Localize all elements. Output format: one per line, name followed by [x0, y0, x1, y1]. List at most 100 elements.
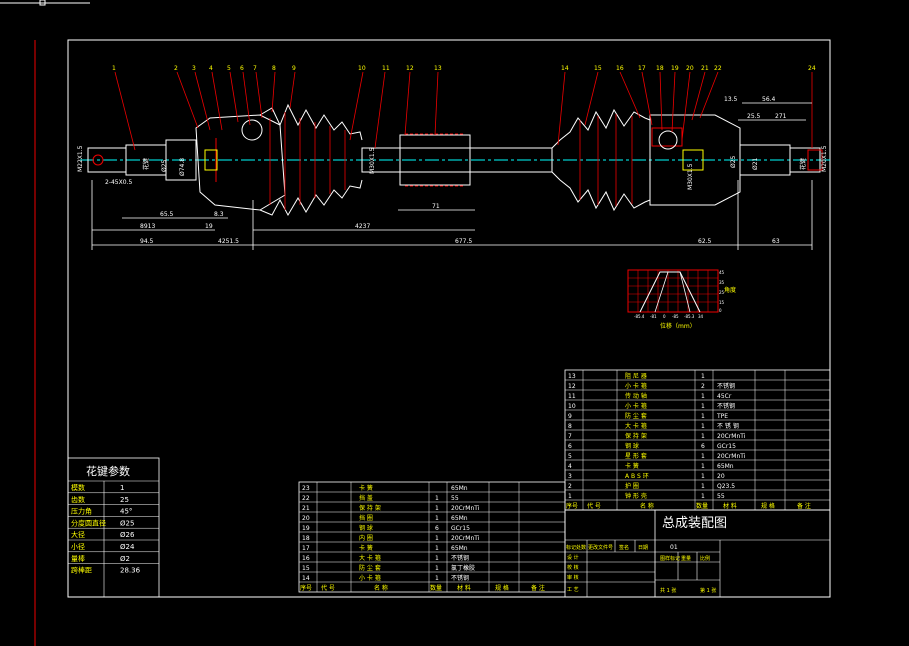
part-number: 19	[302, 525, 310, 532]
xtick-3: -85	[672, 314, 679, 319]
part-number: 9	[568, 413, 572, 420]
dim-27: 271	[775, 113, 787, 120]
part-material: Q23.5	[717, 483, 735, 490]
part-qty: 1	[701, 423, 705, 430]
ytick-1: 35	[719, 280, 725, 285]
dim-8-3: 8.3	[214, 211, 224, 218]
part-qty: 1	[435, 555, 439, 562]
balloon-3: 3	[192, 65, 196, 72]
parts-header-cell: 代 号	[321, 584, 335, 592]
part-material: GCr15	[717, 443, 736, 450]
graph-ylabel: 角度	[724, 286, 736, 294]
part-name: 钟 形 壳	[625, 492, 647, 500]
dimension-texts: 65.5 8.3 8913 19 94.5 4251.5 4237 677.5 …	[105, 96, 787, 245]
part-number: 15	[302, 565, 310, 572]
dim-94-5: 94.5	[140, 238, 154, 245]
spline-param-value: 28.36	[120, 567, 141, 575]
balloon-1: 1	[112, 65, 116, 72]
part-name: 挡 圈	[359, 514, 373, 522]
part-qty: 1	[701, 393, 705, 400]
tb-checker: 校 核	[567, 564, 579, 571]
part-name: 钢 球	[359, 524, 373, 532]
part-number: 12	[568, 383, 576, 390]
title-block: 总成装配图 标记处数 更改文件号 签名 日期 设 计 校 核 审 核 工 艺 图…	[564, 509, 831, 598]
part-qty: 1	[435, 515, 439, 522]
dim-m22: M22X1.5	[77, 145, 84, 172]
part-number: 18	[302, 535, 310, 542]
xtick-4: -85.3	[684, 314, 695, 319]
part-qty: 1	[701, 433, 705, 440]
part-material: 不锈钢	[717, 382, 735, 390]
parts-header-cell: 序号	[300, 584, 312, 592]
balloon-17: 17	[638, 65, 646, 72]
balloon-11: 11	[382, 65, 390, 72]
ytick-0: 45	[719, 270, 725, 275]
xtick-2: 0	[663, 314, 666, 319]
part-qty: 1	[701, 453, 705, 460]
dim-4251: 4251.5	[218, 238, 239, 245]
drawing-frame	[67, 39, 831, 598]
part-qty: 1	[701, 463, 705, 470]
balloon-4: 4	[209, 65, 213, 72]
part-name: 卡 簧	[359, 484, 373, 492]
dim-19: 19	[205, 223, 213, 230]
dim-phi-right: Ø25	[730, 155, 737, 168]
ytick-2: 25	[719, 290, 725, 295]
spline-param-key: 齿数	[71, 495, 85, 504]
tb-scale: 比例	[700, 555, 710, 562]
graph-xlabel: 位移（mm）	[660, 322, 696, 330]
spline-param-key: 跨棒距	[71, 566, 92, 575]
parts-header-cell: 备 注	[797, 502, 811, 510]
balloon-13: 13	[434, 65, 442, 72]
tb-approve: 审 核	[567, 574, 579, 581]
dim-56-4: 56.4	[762, 96, 776, 103]
part-number: 2	[568, 483, 572, 490]
balloon-19: 19	[671, 65, 679, 72]
part-material: 不锈钢	[451, 554, 469, 562]
parts-header-cell: 材 料	[723, 502, 737, 510]
dim-62-5: 62.5	[698, 238, 712, 245]
tb-change: 更改文件号	[588, 544, 613, 551]
part-number: 4	[568, 463, 572, 470]
balloon-12: 12	[406, 65, 414, 72]
dim-8913: 8913	[140, 223, 155, 230]
balloon-2: 2	[174, 65, 178, 72]
balloon-14: 14	[561, 65, 569, 72]
part-qty: 1	[701, 403, 705, 410]
part-name: 大 卡 箍	[625, 422, 647, 430]
spline-param-key: 大径	[71, 530, 85, 539]
part-qty: 6	[435, 525, 439, 532]
ruler-handle[interactable]	[39, 0, 46, 6]
part-material: 20	[717, 473, 725, 480]
balloon-18: 18	[656, 65, 664, 72]
tb-stage: 图样标记	[660, 555, 680, 562]
spline-param-value: 45°	[120, 508, 132, 516]
part-number: 23	[302, 485, 310, 492]
xtick-1: -81	[650, 314, 657, 319]
dim-677-5: 677.5	[455, 238, 472, 245]
part-number: 13	[568, 373, 576, 380]
part-name: 防 尘 套	[625, 412, 647, 420]
spline-param-value: Ø2	[120, 555, 130, 563]
part-qty: 1	[701, 473, 705, 480]
dim-m30: M30X1.5	[369, 147, 376, 174]
part-name: 小 卡 箍	[625, 382, 647, 390]
dim-4237: 4237	[355, 223, 370, 230]
part-number: 20	[302, 515, 310, 522]
tb-weight: 重量	[681, 555, 691, 562]
part-qty: 1	[701, 373, 705, 380]
dim-63: 63	[772, 238, 780, 245]
parts-header-cell: 备 注	[531, 584, 545, 592]
part-name: 挡 盖	[359, 494, 373, 502]
dim-spline-left: 花键	[142, 158, 150, 170]
tb-code: 01	[670, 544, 678, 551]
balloon-5: 5	[227, 65, 231, 72]
part-number: 11	[568, 393, 576, 400]
parts-header-cell: 规 格	[761, 502, 775, 510]
part-material: 55	[451, 495, 459, 502]
part-number: 16	[302, 555, 310, 562]
spline-param-key: 压力角	[71, 507, 92, 516]
